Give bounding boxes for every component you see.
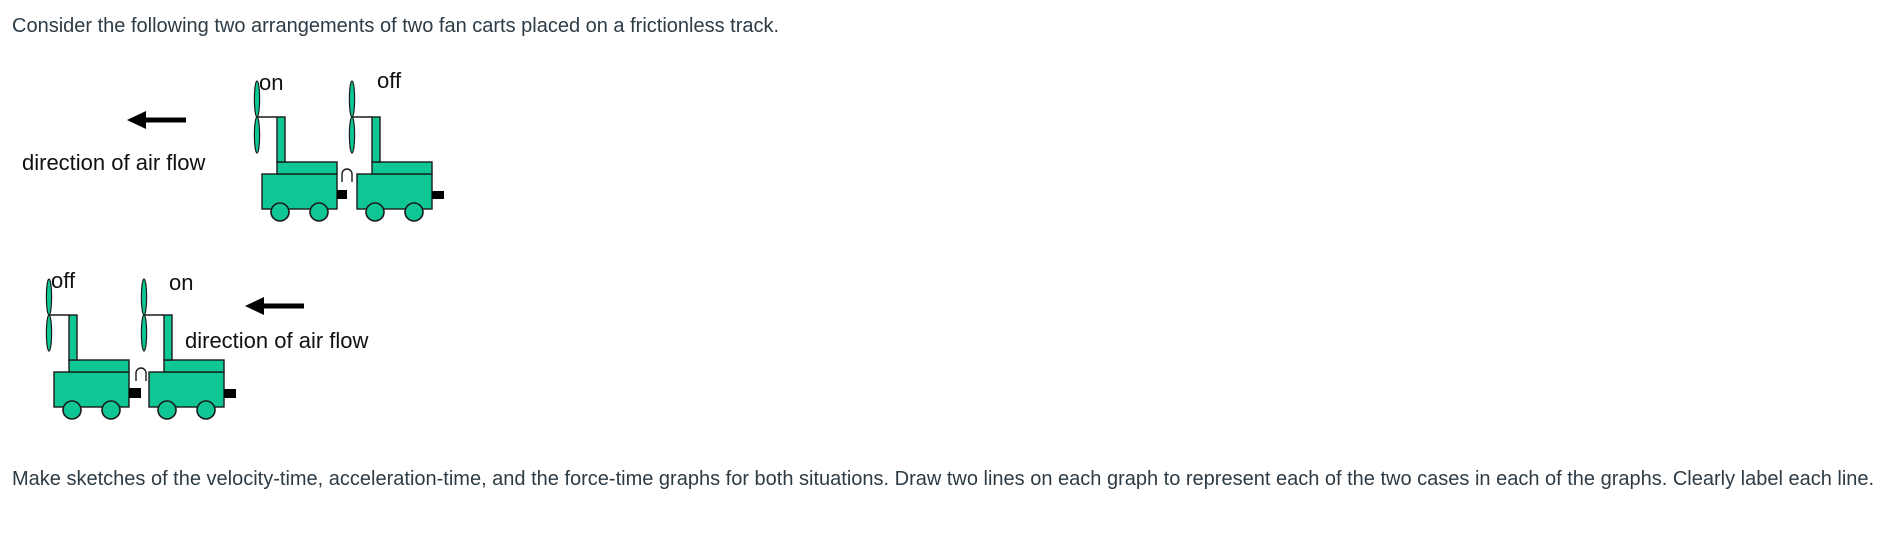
cart-1-label-on: on bbox=[259, 70, 283, 95]
cart-bumper bbox=[432, 191, 444, 199]
cart-bumper bbox=[129, 388, 141, 398]
air-flow-label: direction of air flow bbox=[185, 328, 369, 353]
left-arrow-icon bbox=[245, 297, 304, 315]
fan-cart-on bbox=[253, 80, 338, 222]
fan-cart-off bbox=[348, 80, 433, 222]
fan-cart-off bbox=[45, 278, 130, 420]
arrangement-1: on off direction of air flow bbox=[22, 68, 444, 222]
left-arrow-icon bbox=[127, 111, 186, 129]
question-intro: Consider the following two arrangements … bbox=[12, 15, 780, 37]
cart-coupler bbox=[135, 367, 147, 382]
air-flow-label: direction of air flow bbox=[22, 150, 206, 175]
arrangement-2: off on direction of air flow bbox=[45, 268, 369, 420]
cart-bumper bbox=[224, 389, 236, 398]
cart-2-label-on: on bbox=[169, 270, 193, 295]
cart-coupler bbox=[341, 168, 353, 183]
cart-1-label-off: off bbox=[51, 268, 76, 293]
cart-2-label-off: off bbox=[377, 68, 402, 93]
question-instructions: Make sketches of the velocity-time, acce… bbox=[12, 468, 1875, 490]
cart-bumper bbox=[337, 190, 347, 199]
